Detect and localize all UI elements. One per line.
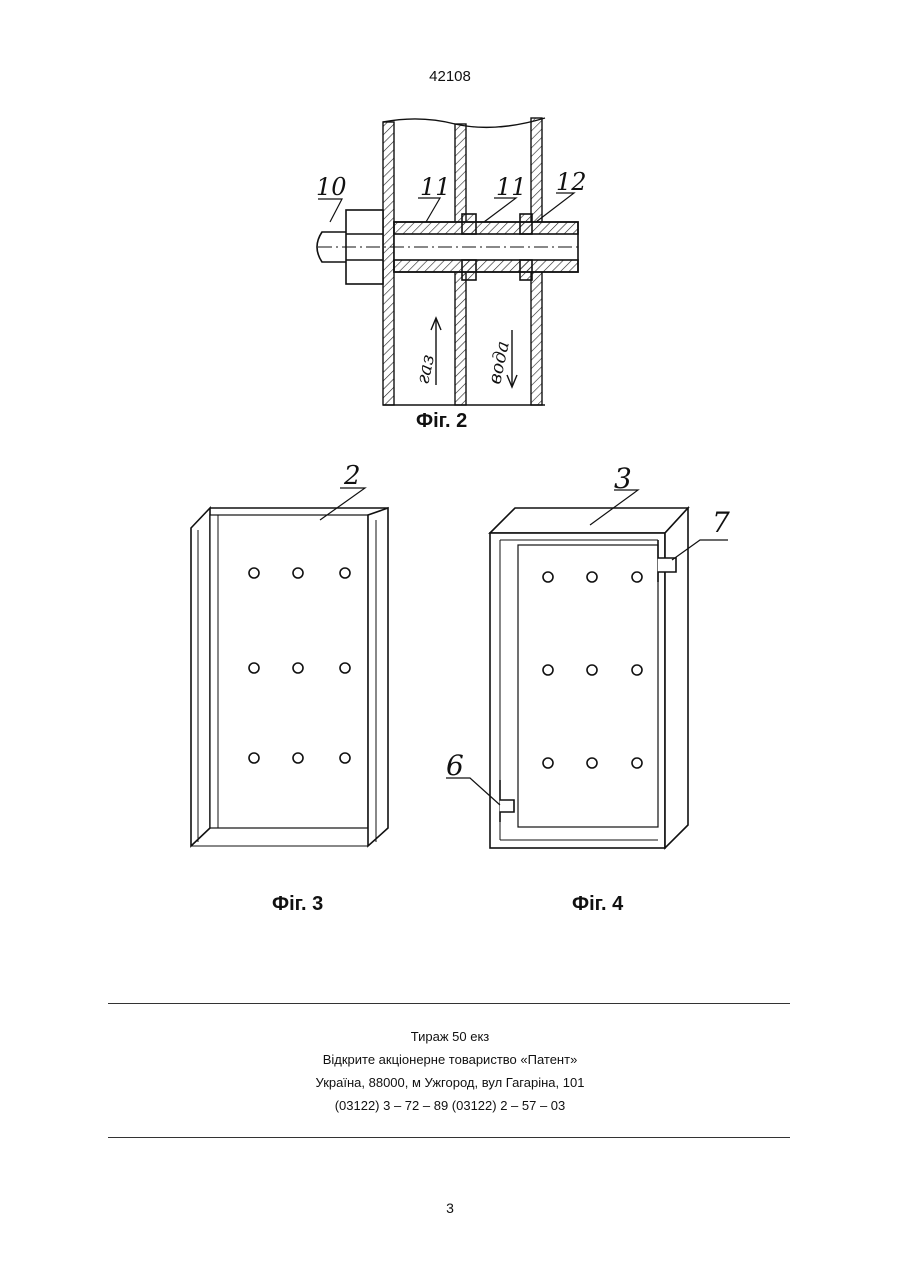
fig2-callouts: 10 11 11 12	[316, 168, 587, 201]
callout-6: 6	[446, 749, 464, 782]
fig4-drawing	[446, 490, 728, 848]
fig2-caption: Фіг. 2	[416, 410, 467, 433]
callout-10: 10	[316, 173, 347, 201]
flow-label-gas: газ	[412, 353, 439, 386]
footer-bottom-rule	[108, 1137, 790, 1138]
flow-label-water: вода	[484, 339, 514, 386]
fig2-drawing	[317, 118, 582, 405]
footer-circulation: Тираж 50 екз	[0, 1025, 900, 1048]
footer-top-rule	[108, 1003, 790, 1004]
publisher-footer: Тираж 50 екз Відкрите акціонерне товарис…	[0, 1025, 900, 1117]
callout-3: 3	[614, 462, 632, 495]
fig4-caption: Фіг. 4	[572, 893, 623, 916]
callout-7: 7	[712, 506, 730, 539]
callout-2: 2	[343, 461, 361, 491]
fig3-drawing	[191, 488, 388, 846]
callout-11a: 11	[420, 173, 451, 201]
footer-publisher: Відкрите акціонерне товариство «Патент»	[0, 1048, 900, 1071]
callout-12: 12	[556, 168, 587, 196]
footer-phones: (03122) 3 – 72 – 89 (03122) 2 – 57 – 03	[0, 1094, 900, 1117]
footer-address: Україна, 88000, м Ужгород, вул Гагаріна,…	[0, 1071, 900, 1094]
page-number: 3	[0, 1200, 900, 1216]
callout-11b: 11	[496, 173, 527, 201]
fig3-caption: Фіг. 3	[272, 893, 323, 916]
